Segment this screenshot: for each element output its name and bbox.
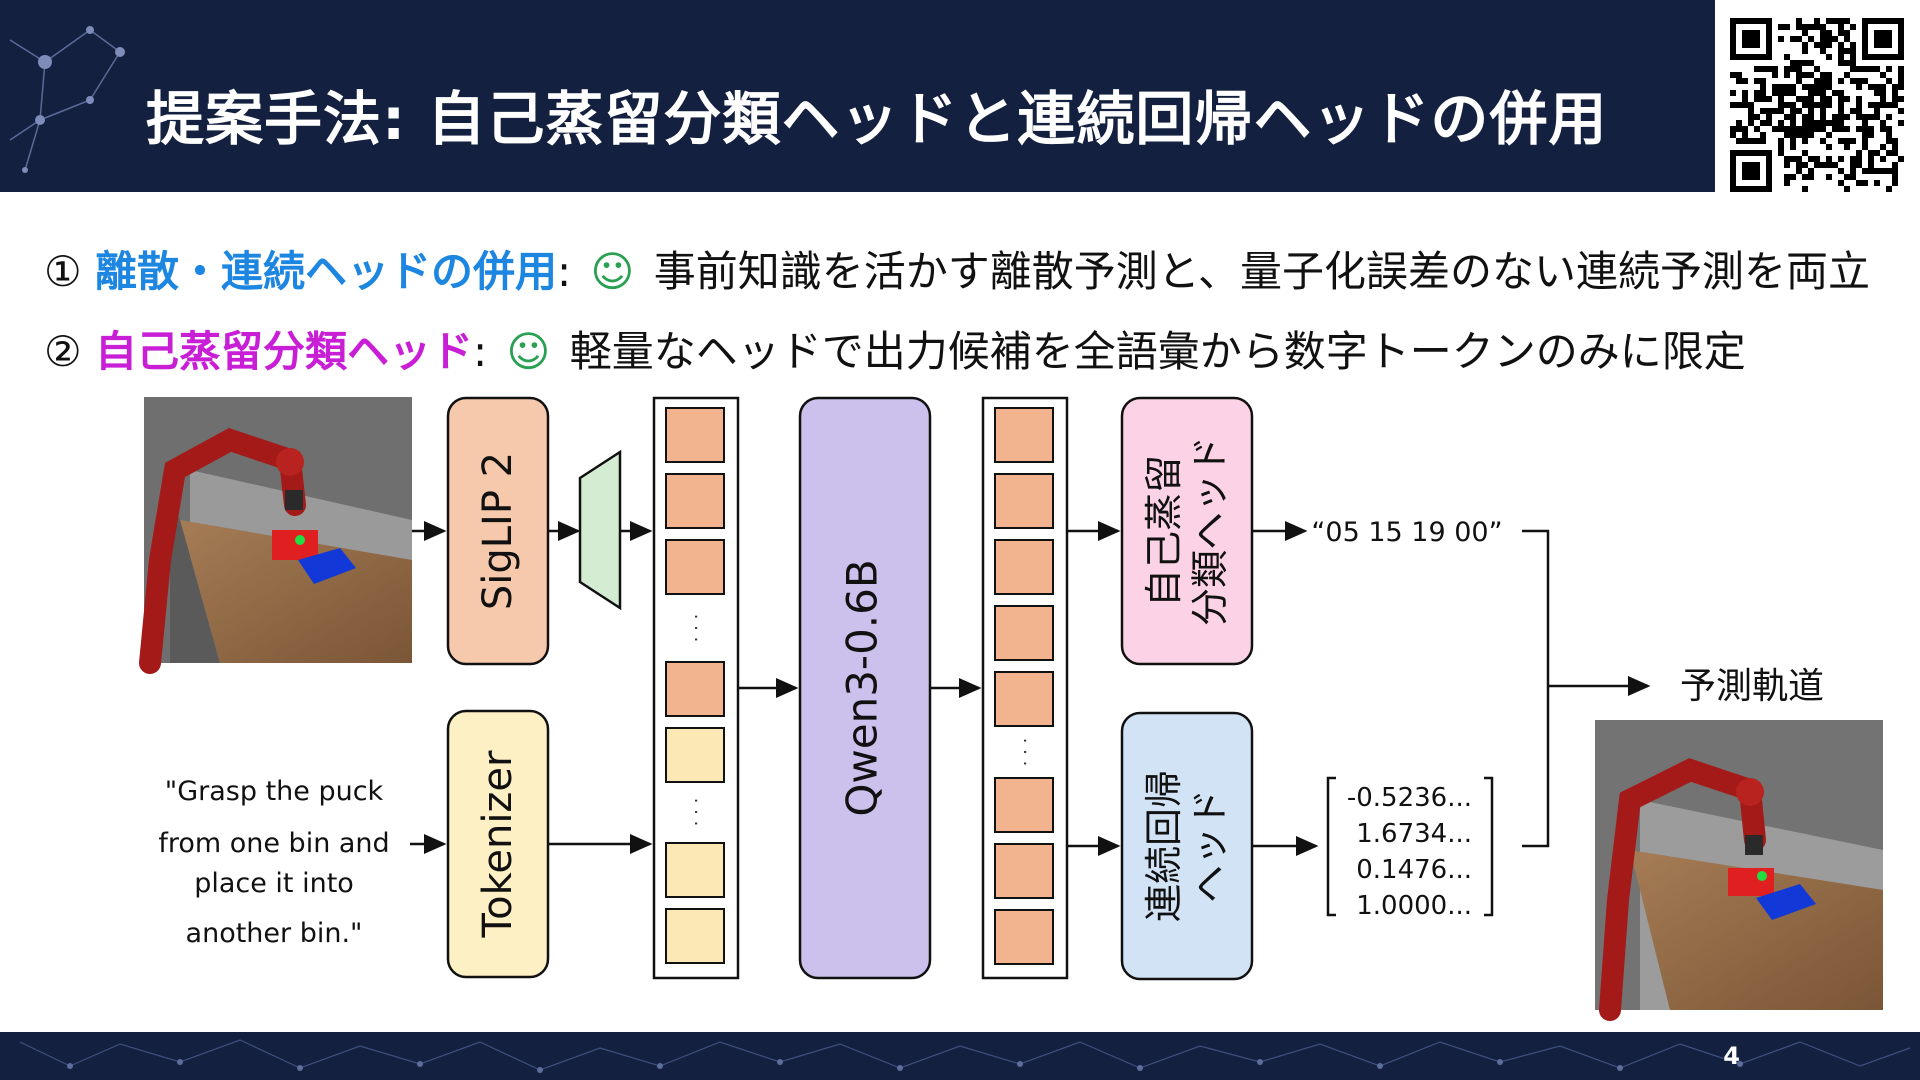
predicted-trajectory-image bbox=[1595, 720, 1883, 1021]
vector-bracket-left bbox=[1326, 776, 1336, 917]
vector-value: 0.1476... bbox=[1356, 855, 1472, 885]
siglip-label: SigLIP 2 bbox=[475, 452, 521, 610]
classification-head-label: 自己蒸留 分類ヘッド bbox=[1142, 436, 1232, 626]
regression-head-label: 連続回帰 ヘッド bbox=[1142, 770, 1232, 922]
bullet-marker: ② bbox=[44, 327, 82, 376]
network-decoration bbox=[19, 1039, 1911, 1073]
qwen-label: Qwen3-0.6B bbox=[838, 559, 887, 816]
bullet-separator: : bbox=[473, 327, 488, 376]
bullet-keyword: 自己蒸留分類ヘッド bbox=[95, 327, 474, 376]
classification-output-text: “05 15 19 00” bbox=[1311, 517, 1502, 548]
vector-value: 1.0000... bbox=[1356, 891, 1472, 921]
bullet-hybrid-heads: ① 離散・連続ヘッドの併用: ☺ 事前知識を活かす離散予測と、量子化誤差のない連… bbox=[44, 238, 1870, 299]
network-decoration bbox=[9, 26, 125, 173]
footer-bar: 4 bbox=[0, 1032, 1920, 1080]
flow-arrows bbox=[410, 521, 1651, 856]
vector-bracket-right bbox=[1484, 776, 1494, 917]
ellipsis-marker: · · · bbox=[1014, 738, 1035, 767]
bullet-keyword: 離散・連続ヘッドの併用 bbox=[95, 247, 558, 296]
head-label-line: 自己蒸留 bbox=[1142, 455, 1186, 607]
head-label-line: 分類ヘッド bbox=[1188, 436, 1232, 626]
ellipsis-marker: · · · bbox=[685, 798, 706, 827]
bullet-text: 軽量なヘッドで出力候補を全語彙から数字トークンのみに限定 bbox=[569, 327, 1746, 376]
tokenizer-label: Tokenizer bbox=[475, 750, 521, 939]
instruction-line: "Grasp the puck bbox=[165, 776, 384, 807]
instruction-line: from one bin and bbox=[158, 828, 389, 859]
input-token-cells bbox=[665, 407, 725, 964]
bullet-separator: : bbox=[557, 247, 572, 296]
head-label-line: 連続回帰 bbox=[1142, 770, 1186, 922]
page-title: 提案手法: 自己蒸留分類ヘッドと連続回帰ヘッドの併用 bbox=[146, 85, 1608, 153]
instruction-text: "Grasp the puck from one bin and place i… bbox=[158, 776, 389, 949]
output-token-cells bbox=[994, 407, 1054, 965]
instruction-line: place it into bbox=[194, 868, 354, 899]
title-bar: 提案手法: 自己蒸留分類ヘッドと連続回帰ヘッドの併用 bbox=[0, 0, 1715, 192]
bullet-self-distill-head: ② 自己蒸留分類ヘッド: ☺ 軽量なヘッドで出力候補を全語彙から数字トークンのみ… bbox=[44, 318, 1746, 379]
smile-icon: ☺ bbox=[506, 327, 551, 376]
bullet-marker: ① bbox=[44, 247, 82, 296]
projector-shape bbox=[578, 449, 622, 611]
page-number: 4 bbox=[1723, 1042, 1740, 1070]
smile-icon: ☺ bbox=[590, 247, 635, 296]
head-label-line: ヘッド bbox=[1188, 789, 1232, 903]
merge-bracket bbox=[1522, 529, 1550, 848]
qr-code-icon bbox=[1730, 18, 1904, 192]
instruction-line: another bin." bbox=[186, 918, 363, 949]
ellipsis-marker: · · · bbox=[685, 614, 706, 643]
vector-value: 1.6734... bbox=[1356, 819, 1472, 849]
regression-output-vector: -0.5236... 1.6734... 0.1476... 1.0000... bbox=[1326, 776, 1494, 921]
predicted-trajectory-label: 予測軌道 bbox=[1680, 666, 1824, 707]
bullet-text: 事前知識を活かす離散予測と、量子化誤差のない連続予測を両立 bbox=[653, 247, 1871, 296]
robot-scene-image bbox=[139, 397, 412, 674]
vector-value: -0.5236... bbox=[1347, 783, 1472, 813]
